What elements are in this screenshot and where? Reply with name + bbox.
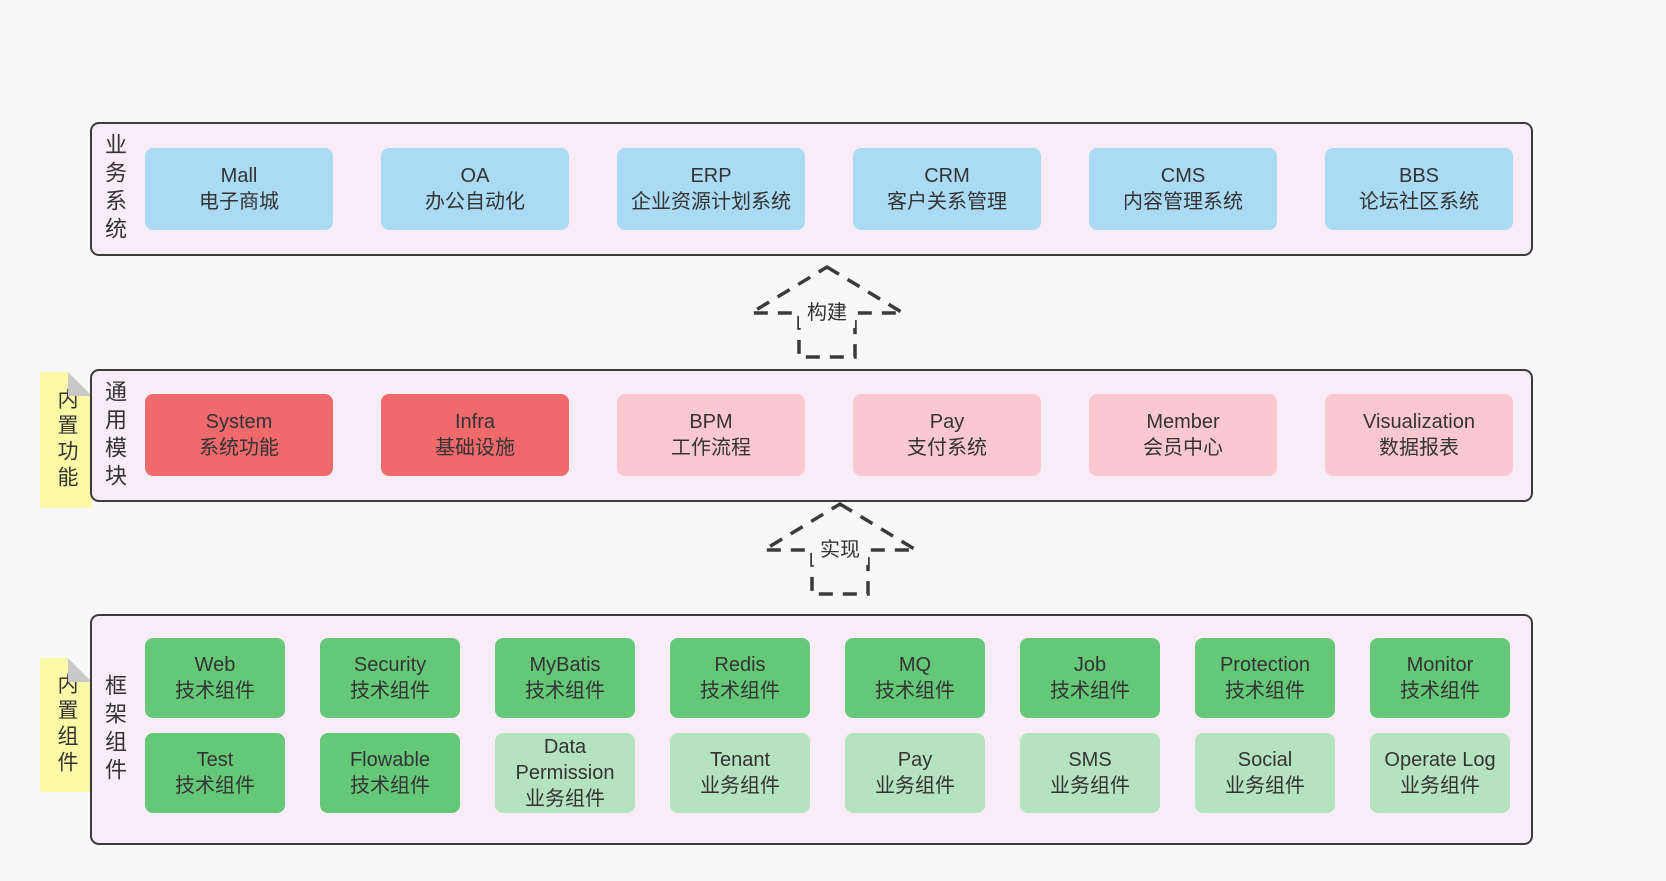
node-bpm: BPM 工作流程	[617, 394, 805, 476]
node-subtitle: 数据报表	[1379, 437, 1459, 459]
node-title: Data Permission	[515, 736, 615, 784]
node-operate-log: Operate Log 业务组件	[1370, 733, 1510, 813]
node-title: Social	[1237, 749, 1293, 771]
node-title: Infra	[454, 411, 496, 433]
node-social: Social 业务组件	[1195, 733, 1335, 813]
sticky-note-builtin-components: 内置组件	[40, 658, 92, 792]
node-pay-system: Pay 支付系统	[853, 394, 1041, 476]
node-title: Pay	[929, 411, 965, 433]
node-oa: OA 办公自动化	[381, 148, 569, 230]
node-visualization: Visualization 数据报表	[1325, 394, 1513, 476]
node-subtitle: 支付系统	[907, 437, 987, 459]
node-mybatis: MyBatis 技术组件	[495, 638, 635, 718]
node-redis: Redis 技术组件	[670, 638, 810, 718]
node-subtitle: 内容管理系统	[1123, 191, 1243, 213]
sticky-note-label: 内置功能	[55, 388, 78, 492]
node-subtitle: 客户关系管理	[887, 191, 1007, 213]
dashed-up-arrow-implement	[760, 501, 920, 596]
node-title: Mall	[220, 165, 258, 187]
node-title: Member	[1146, 411, 1220, 433]
node-subtitle: 技术组件	[700, 680, 780, 702]
dashed-up-arrow-build	[747, 264, 907, 359]
node-security: Security 技术组件	[320, 638, 460, 718]
node-title: Operate Log	[1384, 749, 1496, 771]
node-monitor: Monitor 技术组件	[1370, 638, 1510, 718]
arrow-label-implement: 实现	[812, 535, 868, 565]
node-title: Tenant	[709, 749, 771, 771]
node-protection: Protection 技术组件	[1195, 638, 1335, 718]
node-subtitle: 办公自动化	[425, 191, 525, 213]
node-cms: CMS 内容管理系统	[1089, 148, 1277, 230]
node-flowable: Flowable 技术组件	[320, 733, 460, 813]
node-title: Web	[194, 654, 236, 676]
layer-label-business-systems: 业务系统	[102, 133, 127, 245]
node-subtitle: 业务组件	[1400, 775, 1480, 797]
node-title: BPM	[689, 411, 733, 433]
node-title: Security	[353, 654, 427, 676]
node-title: CMS	[1160, 165, 1206, 187]
node-title: BBS	[1398, 165, 1440, 187]
node-bbs: BBS 论坛社区系统	[1325, 148, 1513, 230]
node-title: Monitor	[1406, 654, 1474, 676]
node-job: Job 技术组件	[1020, 638, 1160, 718]
node-pay-component: Pay 业务组件	[845, 733, 985, 813]
sticky-note-label: 内置组件	[55, 673, 78, 777]
node-subtitle: 技术组件	[1225, 680, 1305, 702]
node-subtitle: 技术组件	[875, 680, 955, 702]
node-sms: SMS 业务组件	[1020, 733, 1160, 813]
node-subtitle: 会员中心	[1143, 437, 1223, 459]
node-title: ERP	[690, 165, 732, 187]
node-subtitle: 业务组件	[1225, 775, 1305, 797]
node-infra: Infra 基础设施	[381, 394, 569, 476]
node-subtitle: 业务组件	[700, 775, 780, 797]
node-subtitle: 论坛社区系统	[1359, 191, 1479, 213]
layer-label-framework-components: 框架组件	[102, 673, 127, 786]
sticky-note-builtin-features: 内置功能	[40, 372, 92, 508]
node-title: Flowable	[349, 749, 431, 771]
node-subtitle: 技术组件	[350, 680, 430, 702]
node-title: Protection	[1219, 654, 1311, 676]
node-erp: ERP 企业资源计划系统	[617, 148, 805, 230]
node-subtitle: 技术组件	[1400, 680, 1480, 702]
node-title: Visualization	[1363, 411, 1475, 433]
node-subtitle: 业务组件	[525, 788, 605, 810]
node-test: Test 技术组件	[145, 733, 285, 813]
node-subtitle: 技术组件	[175, 775, 255, 797]
node-web: Web 技术组件	[145, 638, 285, 718]
node-title: Job	[1073, 654, 1107, 676]
node-title: Redis	[714, 654, 766, 676]
node-system: System 系统功能	[145, 394, 333, 476]
node-title: Test	[196, 749, 234, 771]
node-title: SMS	[1068, 749, 1112, 771]
node-title: System	[205, 411, 273, 433]
node-subtitle: 电子商城	[199, 191, 279, 213]
node-title: Pay	[897, 749, 933, 771]
node-subtitle: 技术组件	[1050, 680, 1130, 702]
node-subtitle: 业务组件	[875, 775, 955, 797]
node-subtitle: 技术组件	[525, 680, 605, 702]
arrow-label-build: 构建	[799, 298, 855, 328]
node-subtitle: 基础设施	[435, 437, 515, 459]
node-title: MyBatis	[529, 654, 601, 676]
node-mq: MQ 技术组件	[845, 638, 985, 718]
node-subtitle: 系统功能	[199, 437, 279, 459]
node-title: OA	[460, 165, 490, 187]
node-subtitle: 技术组件	[175, 680, 255, 702]
node-crm: CRM 客户关系管理	[853, 148, 1041, 230]
node-subtitle: 技术组件	[350, 775, 430, 797]
node-title: MQ	[898, 654, 932, 676]
node-subtitle: 工作流程	[671, 437, 751, 459]
layer-label-common-modules: 通用模块	[102, 379, 127, 492]
node-subtitle: 企业资源计划系统	[631, 191, 791, 213]
node-title: CRM	[924, 165, 970, 187]
node-data-permission: Data Permission 业务组件	[495, 733, 635, 813]
node-subtitle: 业务组件	[1050, 775, 1130, 797]
node-tenant: Tenant 业务组件	[670, 733, 810, 813]
node-mall: Mall 电子商城	[145, 148, 333, 230]
node-member: Member 会员中心	[1089, 394, 1277, 476]
